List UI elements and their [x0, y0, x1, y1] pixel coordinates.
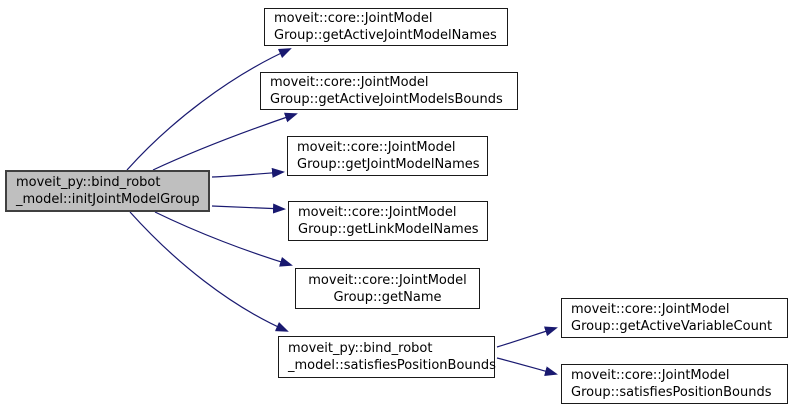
- graph-node-label-line: moveit::core::JointModel: [571, 368, 730, 383]
- call-edge-satisfiesPositionBounds_py-to-getActiveVariableCount: [496, 326, 558, 348]
- graph-node-label-line: _model::initJointModelGroup: [16, 192, 200, 207]
- graph-node-label-line: Group::getActiveJointModelNames: [274, 28, 497, 43]
- graph-node-label-line: Group::getActiveJointModelsBounds: [270, 92, 503, 107]
- graph-node-initJointModelGroup: moveit_py::bind_robot_model::initJointMo…: [5, 170, 210, 212]
- graph-node-label-line: Group::getJointModelNames: [297, 157, 480, 172]
- graph-node-label-line: moveit::core::JointModel: [571, 302, 730, 317]
- call-edge-initJointModelGroup-to-getActiveJointModelNames: [126, 48, 292, 171]
- graph-node-label-line: Group::getActiveVariableCount: [571, 319, 773, 334]
- graph-node-satisfiesPositionBounds_py[interactable]: moveit_py::bind_robot_model::satisfiesPo…: [278, 336, 496, 378]
- graph-node-label-line: moveit_py::bind_robot: [16, 175, 161, 190]
- call-edge-initJointModelGroup-to-getJointModelNames: [211, 167, 285, 178]
- call-edge-initJointModelGroup-to-satisfiesPositionBounds_py: [129, 211, 289, 332]
- graph-node-label-line: Group::getLinkModelNames: [298, 222, 479, 237]
- call-edge-initJointModelGroup-to-getActiveJointModelsBounds: [152, 112, 298, 171]
- graph-node-label-line: moveit::core::JointModel: [308, 272, 467, 288]
- graph-node-label-line: Group::getName: [333, 289, 442, 305]
- graph-node-label-line: Group::satisfiesPositionBounds: [571, 385, 772, 400]
- call-edge-initJointModelGroup-to-getName: [154, 211, 293, 267]
- graph-node-label-line: moveit::core::JointModel: [297, 140, 456, 155]
- graph-node-label-line: moveit_py::bind_robot: [288, 341, 433, 356]
- graph-node-label-line: moveit::core::JointModel: [270, 75, 429, 90]
- graph-node-label-line: moveit::core::JointModel: [298, 205, 457, 220]
- call-edge-satisfiesPositionBounds_py-to-satisfiesPositionBounds_core: [496, 357, 558, 377]
- graph-node-label-line: _model::satisfiesPositionBounds: [288, 358, 496, 373]
- call-edge-initJointModelGroup-to-getLinkModelNames: [211, 203, 286, 214]
- graph-node-label-line: moveit::core::JointModel: [274, 11, 433, 26]
